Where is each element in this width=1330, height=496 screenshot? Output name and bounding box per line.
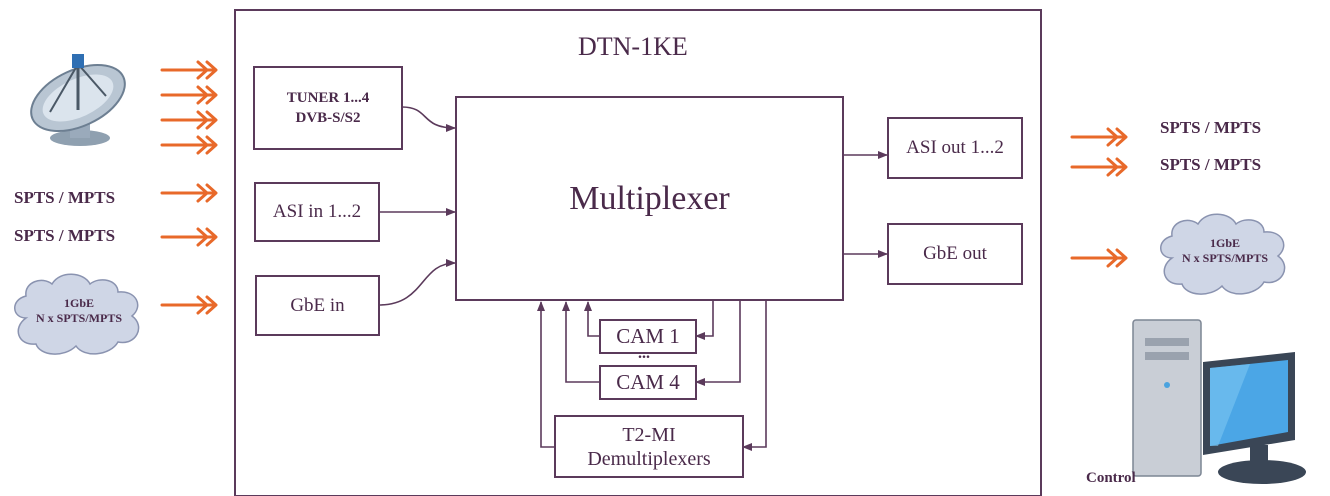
cloud-in-line2: N x SPTS/MPTS — [35, 311, 122, 325]
control-label: Control — [1086, 470, 1136, 486]
cloud-in-label: 1GbE N x SPTS/MPTS — [10, 296, 148, 326]
asi-in-box: ASI in 1...2 — [254, 182, 380, 242]
connector-t2mi-mux — [537, 301, 555, 448]
asi-out-box: ASI out 1...2 — [887, 117, 1023, 179]
connector-mux-cam1 — [695, 300, 714, 340]
tuner-box: TUNER 1...4 DVB-S/S2 — [253, 66, 403, 150]
output-arrows — [1070, 127, 1128, 268]
tuner-label-line1: TUNER 1...4 — [286, 90, 370, 106]
output-sptsmpts-2: SPTS / MPTS — [1160, 155, 1262, 174]
gbe-in-box: GbE in — [255, 275, 380, 336]
cloud-icon — [1160, 213, 1286, 295]
double-arrow-icon — [1070, 157, 1128, 177]
input-sptsmpts-2: SPTS / MPTS — [14, 226, 116, 245]
multiplexer-box: Multiplexer — [455, 96, 844, 301]
input-sptsmpts-1: SPTS / MPTS — [14, 188, 116, 207]
satellite-dish-icon — [30, 54, 126, 146]
double-arrow-icon — [160, 295, 218, 315]
connector-cam1-mux — [584, 301, 600, 337]
double-arrow-icon — [160, 85, 218, 105]
gbe-out-label: GbE out — [923, 243, 987, 264]
gbe-out-box: GbE out — [887, 223, 1023, 285]
double-arrow-icon — [160, 110, 218, 130]
device-title: DTN-1KE — [578, 32, 688, 61]
cam4-box: CAM 4 — [599, 365, 697, 400]
asi-out-label: ASI out 1...2 — [906, 137, 1004, 158]
cloud-out-label: 1GbE N x SPTS/MPTS — [1156, 236, 1294, 266]
double-arrow-icon — [160, 135, 218, 155]
cloud-out-line2: N x SPTS/MPTS — [1181, 251, 1268, 265]
input-arrows — [160, 60, 218, 315]
device-enclosure — [234, 9, 1042, 496]
connector-tuner-mux — [401, 106, 456, 132]
double-arrow-icon — [160, 183, 218, 203]
connector-mux-cam4 — [695, 300, 741, 386]
t2mi-label-line2: Demultiplexers — [587, 447, 711, 470]
output-sptsmpts-1: SPTS / MPTS — [1160, 118, 1262, 137]
gbe-in-label: GbE in — [290, 294, 345, 316]
t2mi-label-line1: T2-MI — [622, 423, 676, 446]
double-arrow-icon — [160, 60, 218, 80]
cam1-box: CAM 1 — [599, 319, 697, 354]
double-arrow-icon — [1070, 127, 1128, 147]
cam1-label: CAM 1 — [616, 324, 680, 348]
double-arrow-icon — [160, 227, 218, 247]
cloud-in-line1: 1GbE — [63, 296, 94, 310]
t2mi-box: T2-MI Demultiplexers — [554, 415, 744, 478]
cloud-out-line1: 1GbE — [1209, 236, 1240, 250]
multiplexer-label: Multiplexer — [569, 179, 730, 217]
connector-mux-t2mi — [742, 300, 767, 451]
cam-ellipsis: ... — [638, 345, 650, 362]
tuner-label-line2: DVB-S/S2 — [295, 110, 361, 126]
cloud-icon — [14, 273, 140, 355]
double-arrow-icon — [1070, 248, 1128, 268]
connector-gbein-mux — [378, 259, 456, 306]
computer-icon — [1132, 319, 1306, 484]
asi-in-label: ASI in 1...2 — [272, 201, 362, 222]
cam4-label: CAM 4 — [616, 370, 680, 394]
connector-cam4-mux — [562, 301, 600, 383]
